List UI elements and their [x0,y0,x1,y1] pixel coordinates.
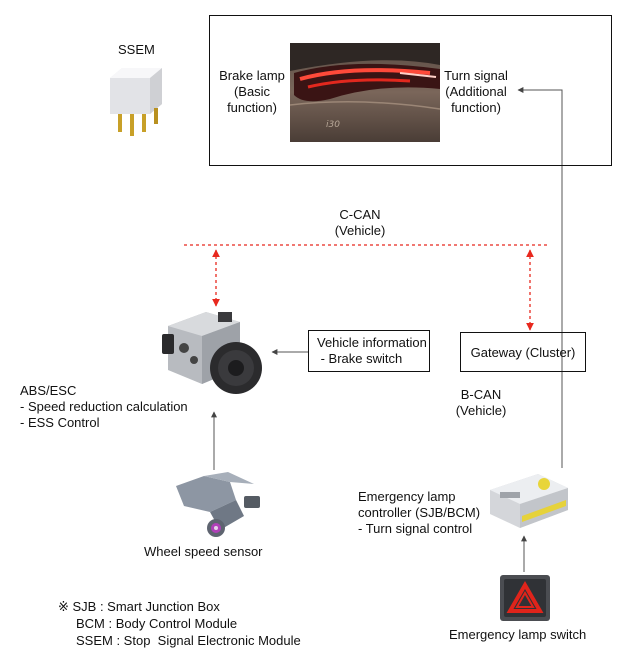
gateway-label: Gateway (Cluster) [470,345,576,360]
ssem-title: SSEM [118,42,155,57]
legend-line-bcm: BCM : Body Control Module [76,616,238,631]
gateway-box: Gateway (Cluster) [460,332,586,372]
emergency-controller-label: Emergency lamp controller (SJB/BCM) - Tu… [358,489,481,536]
ssem-relay-image [104,64,168,140]
abs-esc-label: ABS/ESC - Speed reduction calculation - … [20,383,188,430]
wheel-speed-sensor-image [170,472,266,542]
vehicle-info-label: Vehicle information - Brake switch [317,335,427,366]
hazard-triangle-icon [506,580,544,613]
vehicle-info-box: Vehicle information - Brake switch [308,330,430,372]
legend-line-sjb: ※ SJB : Smart Junction Box [58,599,220,614]
ccan-label: C-CAN (Vehicle) [334,207,386,238]
bcan-label: B-CAN (Vehicle) [455,387,507,418]
brake-lamp-label: Brake lamp (Basic function) [219,68,285,115]
legend-line-ssem: SSEM : Stop Signal Electronic Module [76,633,301,648]
abs-unit-image [160,308,272,408]
turn-signal-label: Turn signal (Additional function) [444,68,508,115]
wheel-speed-sensor-label: Wheel speed sensor [144,544,263,559]
emergency-lamp-switch-label: Emergency lamp switch [449,627,587,642]
lamp-box [209,15,612,166]
controller-to-lamp-line [517,87,563,468]
hazard-switch-image [500,575,550,621]
svg-text:i30: i30 [326,120,340,130]
emergency-controller-image [486,470,570,532]
tail-lamp-photo: i30 [289,43,441,142]
